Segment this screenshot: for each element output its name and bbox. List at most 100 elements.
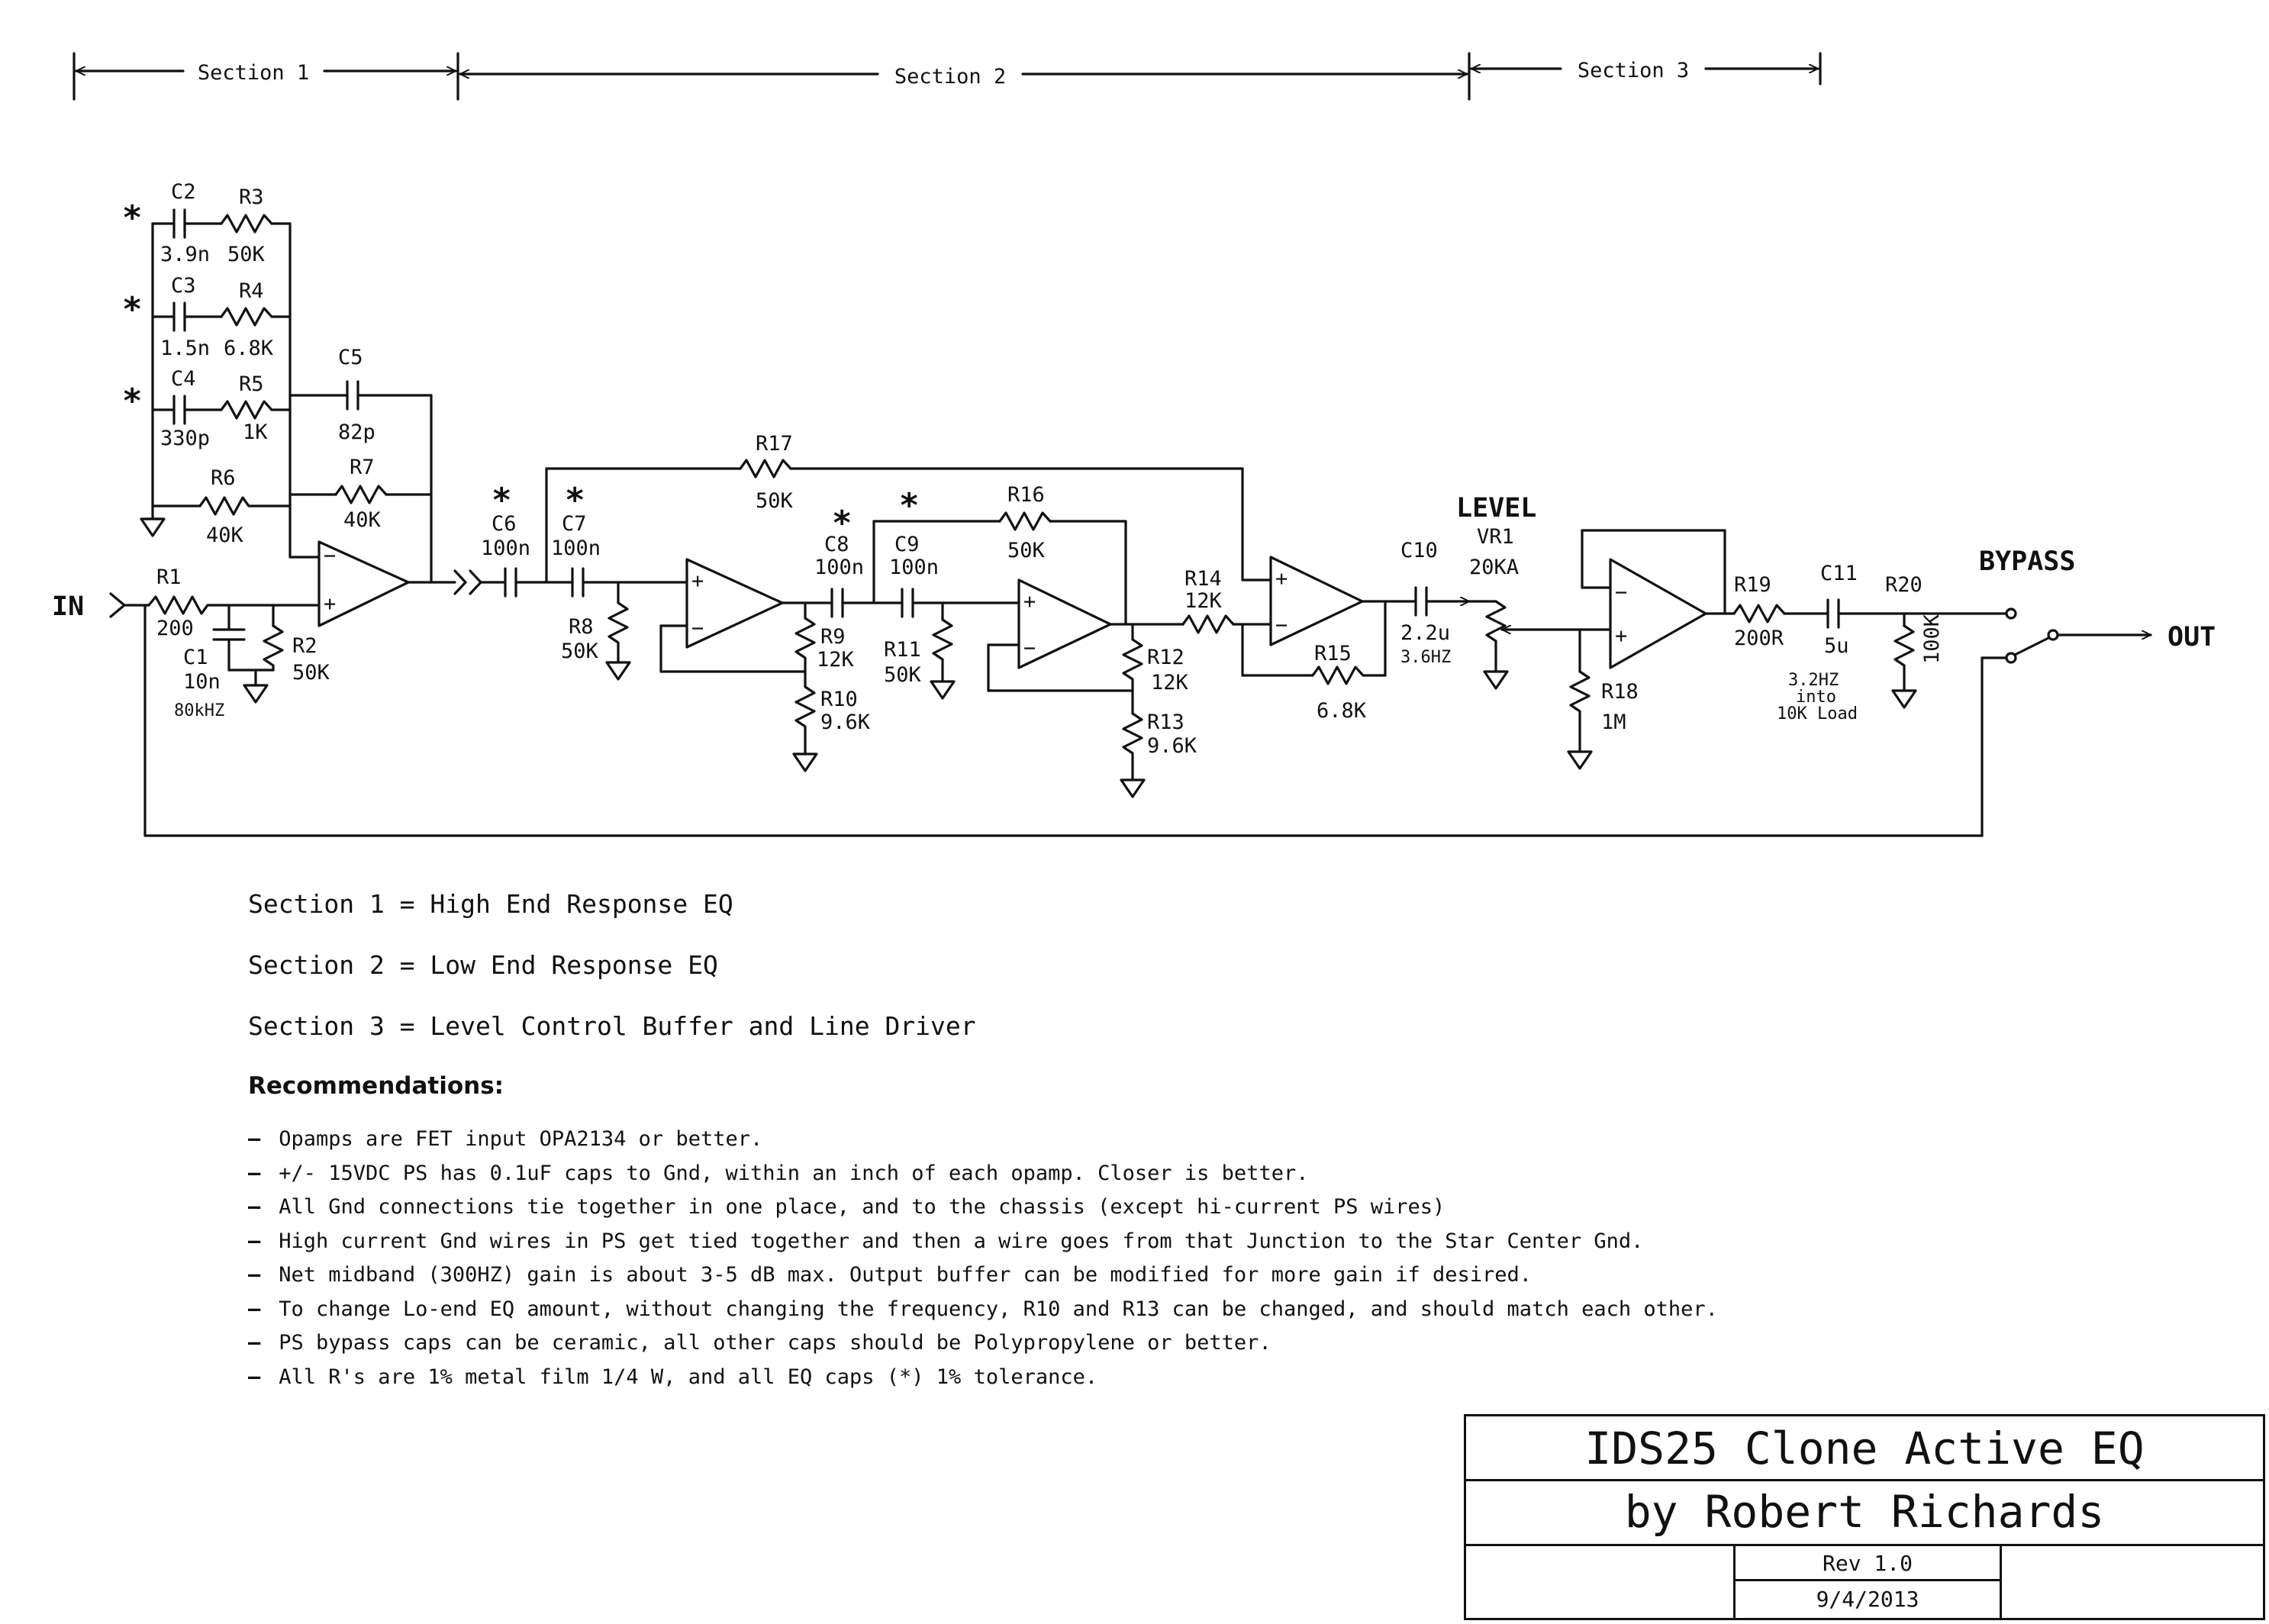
c7-label: C7 <box>562 512 587 536</box>
r1-value: 200 <box>156 617 194 640</box>
title-block: IDS25 Clone Active EQ by Robert Richards… <box>1464 1414 2265 1620</box>
c7-value: 100n <box>551 536 601 560</box>
r16-label: R16 <box>1007 483 1045 507</box>
schematic-author: by Robert Richards <box>1466 1481 2263 1546</box>
vr1-label: VR1 <box>1477 525 1514 549</box>
output-label: OUT <box>2167 622 2216 652</box>
r6-label: R6 <box>211 466 236 490</box>
r17-label: R17 <box>756 432 793 456</box>
opamp5-minus: − <box>1615 581 1627 604</box>
recommendation-item: PS bypass caps can be ceramic, all other… <box>248 1326 1718 1361</box>
section-2-circuit: * C6 100n * C7 100n R17 50K R8 50K + − <box>479 432 1471 798</box>
r8-value: 50K <box>561 640 599 663</box>
recommendation-item: High current Gnd wires in PS get tied to… <box>248 1225 1718 1259</box>
section-2-description: Section 2 = Low End Response EQ <box>248 950 718 980</box>
notes-block: Section 1 = High End Response EQ Section… <box>248 889 1718 1394</box>
c11-note-into: into <box>1796 688 1836 707</box>
c10-note: 3.6HZ <box>1400 648 1451 667</box>
recommendation-item: All Gnd connections tie together in one … <box>248 1191 1718 1225</box>
c9-label: C9 <box>894 533 920 556</box>
bypass-label: BYPASS <box>1979 546 2075 577</box>
section-3-circuit: LEVEL VR1 20KA − + R18 1M R19 200R C11 5… <box>143 493 2216 837</box>
opamp2-minus: − <box>691 617 704 640</box>
c9-value: 100n <box>889 556 939 579</box>
c11-note-freq: 3.2HZ <box>1788 671 1839 690</box>
r9-label: R9 <box>820 625 846 649</box>
c1-label: C1 <box>183 646 208 669</box>
r3-value: 50K <box>227 243 266 266</box>
r9-value: 12K <box>817 648 855 672</box>
eq-mark-c9: * <box>899 486 920 525</box>
r19-label: R19 <box>1734 573 1771 597</box>
r5-value: 1K <box>243 420 268 444</box>
c11-value: 5u <box>1824 634 1849 658</box>
eq-mark-c3: * <box>122 290 143 329</box>
c5-value: 82p <box>338 420 375 444</box>
c2-label: C2 <box>171 180 196 204</box>
r8-label: R8 <box>569 615 594 639</box>
r18-label: R18 <box>1601 680 1639 704</box>
r13-value: 9.6K <box>1147 734 1197 758</box>
r3-label: R3 <box>239 185 264 209</box>
vr1-value: 20KA <box>1469 556 1519 579</box>
eq-mark-c6: * <box>492 481 512 520</box>
c1-note: 80kHZ <box>174 701 224 720</box>
r2-value: 50K <box>292 661 330 685</box>
r14-value: 12K <box>1184 589 1223 613</box>
r18-value: 1M <box>1601 710 1626 734</box>
r5-label: R5 <box>239 372 264 396</box>
opamp1-plus: + <box>324 592 336 616</box>
c3-value: 1.5n <box>160 337 210 360</box>
section-1-description: Section 1 = High End Response EQ <box>248 889 733 919</box>
opamp4-plus: + <box>1275 567 1288 591</box>
level-label: LEVEL <box>1456 493 1536 524</box>
c6-label: C6 <box>492 512 517 536</box>
c1-value: 10n <box>183 670 221 694</box>
r15-value: 6.8K <box>1317 699 1367 723</box>
opamp5-plus: + <box>1615 624 1627 648</box>
revision: Rev 1.0 <box>1733 1546 2002 1581</box>
r1-label: R1 <box>156 566 182 589</box>
opamp3-minus: − <box>1023 636 1036 660</box>
input-label: IN <box>52 591 84 622</box>
r10-label: R10 <box>820 688 858 711</box>
recommendation-item: To change Lo-end EQ amount, without chan… <box>248 1293 1718 1327</box>
eq-mark-c2: * <box>122 198 143 237</box>
section-3-label: Section 3 <box>1578 59 1689 82</box>
c8-label: C8 <box>824 533 849 556</box>
c8-value: 100n <box>814 556 864 579</box>
recommendations-list: Opamps are FET input OPA2134 or better. … <box>248 1123 1718 1394</box>
recommendations-title: Recommendations: <box>248 1072 504 1100</box>
r20-value: 100K <box>1920 614 1944 664</box>
r13-label: R13 <box>1147 710 1184 734</box>
section-1-circuit: IN R1 200 C1 10n 80kHZ R2 50K − + <box>52 180 482 720</box>
c2-value: 3.9n <box>160 243 210 266</box>
r10-value: 9.6K <box>820 710 871 734</box>
recommendation-item: Net midband (300HZ) gain is about 3-5 dB… <box>248 1258 1718 1293</box>
r6-value: 40K <box>206 524 244 547</box>
r11-label: R11 <box>884 638 921 662</box>
r4-label: R4 <box>239 279 264 303</box>
c11-note-load: 10K Load <box>1777 704 1858 723</box>
section-header: Section 1 Section 2 Section 3 <box>73 52 1822 101</box>
eq-mark-c4: * <box>122 382 143 420</box>
c10-value: 2.2u <box>1400 621 1450 645</box>
c5-label: C5 <box>338 346 363 369</box>
recommendation-item: All R's are 1% metal film 1/4 W, and all… <box>248 1361 1718 1395</box>
r12-label: R12 <box>1147 646 1184 669</box>
schematic-title: IDS25 Clone Active EQ <box>1466 1416 2263 1481</box>
c10-label: C10 <box>1400 539 1438 562</box>
r14-label: R14 <box>1184 567 1222 591</box>
r19-value: 200R <box>1734 627 1784 650</box>
r16-value: 50K <box>1007 539 1046 562</box>
r11-value: 50K <box>884 663 922 687</box>
c4-value: 330p <box>160 427 210 450</box>
recommendation-item: Opamps are FET input OPA2134 or better. <box>248 1123 1718 1157</box>
r20-label: R20 <box>1885 573 1923 597</box>
r7-value: 40K <box>343 508 382 532</box>
opamp1-minus: − <box>324 544 336 568</box>
r2-label: R2 <box>292 634 317 658</box>
recommendation-item: +/- 15VDC PS has 0.1uF caps to Gnd, with… <box>248 1157 1718 1191</box>
c4-label: C4 <box>171 367 196 391</box>
